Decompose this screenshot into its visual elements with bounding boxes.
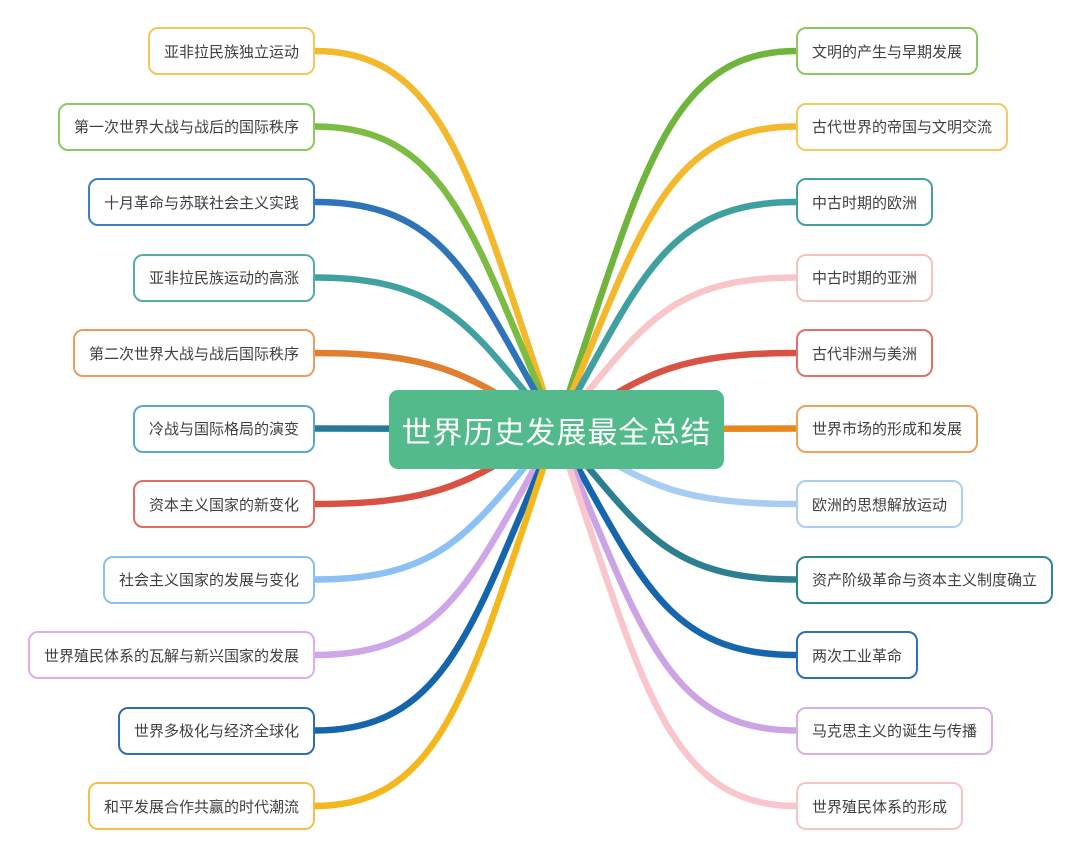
topic-label: 两次工业革命: [812, 647, 903, 665]
topic-label: 亚非拉民族运动的高涨: [148, 270, 299, 287]
connector-curve: [311, 426, 560, 810]
connector-curve: [553, 198, 800, 433]
topic-node-right-4[interactable]: 中古时期的亚洲: [796, 253, 934, 302]
topic-node-left-1[interactable]: 亚非拉民族独立运动: [147, 27, 315, 75]
topic-label: 亚非拉民族独立运动: [163, 43, 299, 61]
topic-node-left-10[interactable]: 世界多极化与经济全球化: [117, 706, 315, 755]
topic-label: 马克思主义的诞生与传播: [812, 723, 978, 740]
topic-node-left-11[interactable]: 和平发展合作共赢的时代潮流: [87, 782, 315, 830]
topic-node-left-9[interactable]: 世界殖民体系的瓦解与新兴国家的发展: [27, 631, 315, 679]
topic-label: 冷战与国际格局的演变: [148, 421, 299, 438]
connector-curve: [311, 198, 560, 433]
connector-curve: [553, 47, 800, 433]
connector-curve: [553, 426, 800, 810]
topic-label: 古代世界的帝国与文明交流: [812, 119, 993, 136]
topic-label: 社会主义国家的发展与变化: [118, 572, 299, 589]
topic-label: 中古时期的欧洲: [812, 194, 918, 212]
topic-label: 古代非洲与美洲: [812, 345, 918, 363]
central-topic[interactable]: 世界历史发展最全总结: [389, 390, 724, 469]
topic-label: 资本主义国家的新变化: [148, 496, 299, 514]
topic-node-right-8[interactable]: 资产阶级革命与资本主义制度确立: [796, 555, 1054, 604]
connector-curve: [311, 426, 560, 659]
topic-node-right-5[interactable]: 古代非洲与美洲: [796, 329, 934, 377]
topic-node-right-3[interactable]: 中古时期的欧洲: [796, 178, 934, 226]
topic-label: 十月革命与苏联社会主义实践: [103, 194, 299, 212]
topic-label: 第一次世界大战与战后的国际秩序: [73, 119, 299, 136]
topic-label: 世界殖民体系的形成: [812, 798, 948, 816]
connector-curve: [553, 426, 800, 734]
topic-node-right-9[interactable]: 两次工业革命: [796, 631, 919, 679]
topic-label: 世界多极化与经济全球化: [133, 723, 299, 740]
topic-label: 中古时期的亚洲: [812, 270, 918, 287]
topic-node-left-4[interactable]: 亚非拉民族运动的高涨: [132, 253, 315, 302]
topic-node-left-7[interactable]: 资本主义国家的新变化: [132, 480, 315, 528]
connector-curve: [553, 123, 800, 433]
topic-node-right-7[interactable]: 欧洲的思想解放运动: [796, 480, 964, 528]
connector-curve: [311, 47, 560, 433]
topic-label: 欧洲的思想解放运动: [812, 496, 948, 514]
topic-node-right-11[interactable]: 世界殖民体系的形成: [796, 782, 964, 830]
topic-label: 资产阶级革命与资本主义制度确立: [812, 572, 1038, 589]
topic-node-right-1[interactable]: 文明的产生与早期发展: [796, 27, 979, 75]
topic-node-left-8[interactable]: 社会主义国家的发展与变化: [102, 555, 315, 604]
topic-node-right-6[interactable]: 世界市场的形成和发展: [796, 404, 979, 453]
topic-label: 第二次世界大战与战后国际秩序: [88, 345, 299, 363]
connector-curve: [311, 426, 560, 734]
topic-node-right-10[interactable]: 马克思主义的诞生与传播: [796, 706, 994, 755]
connector-curve: [553, 426, 800, 659]
connector-curve: [311, 123, 560, 433]
topic-label: 文明的产生与早期发展: [812, 43, 963, 61]
topic-label: 世界殖民体系的瓦解与新兴国家的发展: [43, 647, 299, 665]
topic-node-left-3[interactable]: 十月革命与苏联社会主义实践: [87, 178, 315, 226]
topic-label: 和平发展合作共赢的时代潮流: [103, 798, 299, 816]
topic-label: 世界市场的形成和发展: [812, 421, 963, 438]
topic-node-left-6[interactable]: 冷战与国际格局的演变: [132, 404, 315, 453]
topic-node-right-2[interactable]: 古代世界的帝国与文明交流: [796, 102, 1009, 151]
topic-node-left-5[interactable]: 第二次世界大战与战后国际秩序: [72, 329, 315, 377]
topic-node-left-2[interactable]: 第一次世界大战与战后的国际秩序: [57, 102, 315, 151]
